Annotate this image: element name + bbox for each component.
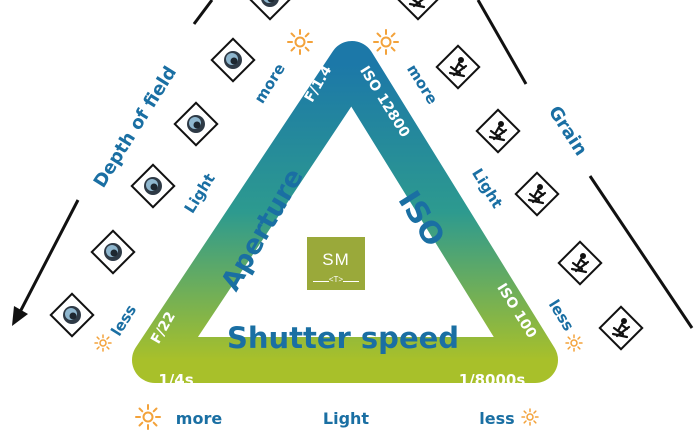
grain-title: Grain (544, 102, 591, 159)
left-more-label: more (251, 60, 289, 106)
right-light-label: Light (468, 165, 506, 211)
sun-icon (521, 408, 539, 426)
skier-icon (557, 240, 603, 286)
shutter-speed-label: Shutter speed (227, 321, 459, 355)
shutter-1-4s-label: 1/4s (158, 371, 193, 389)
grain-line (476, 0, 694, 329)
shutter-1-8000s-label: 1/8000s (459, 371, 526, 389)
skier-icon (435, 44, 481, 90)
sun-icon (135, 404, 161, 430)
aperture-lens-icon (49, 292, 95, 338)
skier-icon (598, 305, 644, 351)
sun-icon (373, 29, 399, 55)
depth-of-field-title: Depth of field (90, 63, 181, 192)
bottom-less-label: less (479, 409, 514, 428)
right-more-label: more (403, 61, 441, 107)
depth-of-field-arrow (12, 0, 214, 326)
bottom-light-label: Light (323, 409, 370, 428)
sun-icon (565, 334, 583, 352)
left-light-label: Light (181, 170, 219, 216)
aperture-lens-icon (173, 101, 219, 147)
skier-icon (475, 108, 521, 154)
logo-sub-text: <T> (328, 275, 344, 284)
aperture-lens-icon (130, 163, 176, 209)
aperture-lens-icon (210, 37, 256, 83)
logo-divider-right (343, 281, 359, 282)
sun-icon (94, 334, 112, 352)
left-less-label: less (107, 301, 140, 339)
exposure-triangle (132, 41, 558, 383)
sun-icon (287, 29, 313, 55)
aperture-lens-icon (247, 0, 293, 21)
skier-icon (514, 171, 560, 217)
sm-logo: SM <T> (305, 235, 367, 292)
bottom-more-label: more (176, 409, 223, 428)
logo-divider-left (313, 281, 329, 282)
logo-main-text: SM (322, 250, 350, 269)
right-less-label: less (545, 297, 578, 335)
skier-icon (395, 0, 441, 21)
aperture-lens-icon (90, 229, 136, 275)
